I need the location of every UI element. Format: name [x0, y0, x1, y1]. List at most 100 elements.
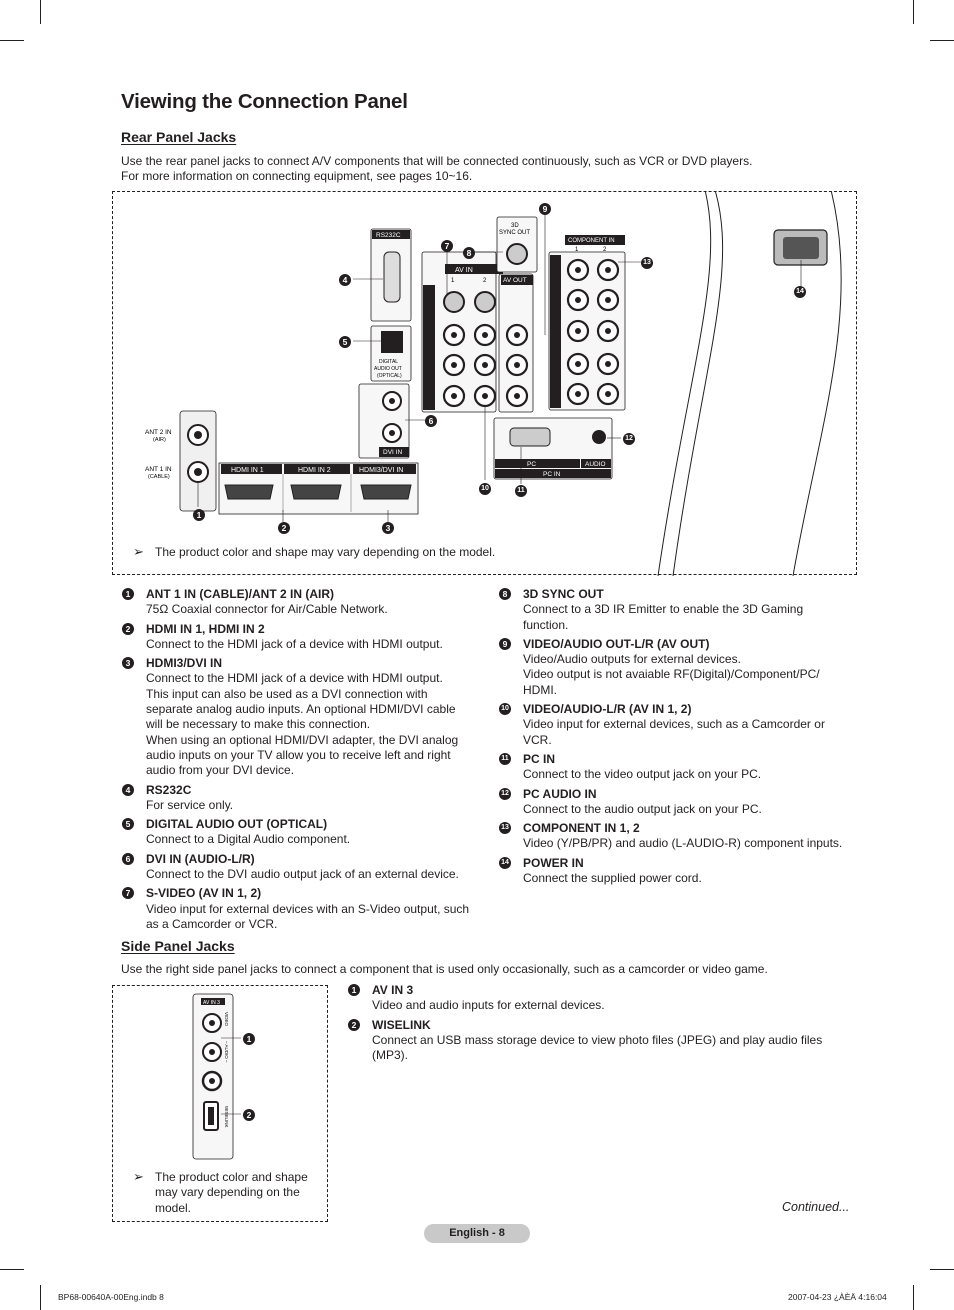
item-number: 1 [122, 588, 134, 600]
callout-13: 13 [641, 257, 653, 269]
callout-10: 10 [479, 483, 491, 495]
item-number: 5 [122, 818, 134, 831]
item-number: 12 [499, 787, 511, 800]
side-video-label: VIDEO [224, 1012, 229, 1027]
item-number: 9 [499, 637, 511, 650]
ant1-sub-label: (CABLE) [148, 474, 170, 480]
item-description: audio from your DVI device. [146, 763, 295, 778]
item-description: Video (Y/PB/PR) and audio (L-AUDIO-R) co… [523, 836, 843, 851]
side-panel-intro: Use the right side panel jacks to connec… [121, 962, 768, 976]
item-description: This input can also be used as a DVI con… [146, 686, 428, 701]
crop-mark [913, 0, 914, 24]
side-callout-1: 1 [243, 1033, 255, 1045]
item-description: Connect to the video output jack on your… [523, 767, 762, 782]
comp-1-label: 1 [575, 247, 579, 253]
item-description: (MP3). [372, 1048, 408, 1063]
footer-file: BP68-00640A-00Eng.indb 8 [58, 1292, 164, 1302]
digital-out-label: AUDIO OUT [374, 366, 402, 372]
digital-out-label: DIGITAL [379, 359, 398, 365]
rs232c-label: RS232C [376, 232, 401, 239]
item-description: Video input for external devices with an… [146, 901, 470, 916]
note-arrow-icon: ➢ [133, 1169, 144, 1184]
hdmi2-label: HDMI IN 2 [298, 467, 331, 474]
item-heading: HDMI IN 1, HDMI IN 2 [146, 621, 265, 636]
item-description: VCR. [523, 732, 552, 747]
crop-mark [40, 0, 41, 24]
rear-note-text: The product color and shape may vary dep… [155, 545, 496, 559]
av-in-1-label: 1 [451, 278, 455, 284]
item-heading: RS232C [146, 782, 192, 797]
item-description: When using an optional HDMI/DVI adapter,… [146, 732, 459, 747]
item-heading: POWER IN [523, 855, 584, 870]
rear-panel-heading: Rear Panel Jacks [121, 129, 237, 145]
side-panel-illustration: AV IN 3 VIDEO – AUDIO – WISELINK [192, 993, 241, 1160]
callout-12: 12 [623, 433, 635, 445]
item-heading: WISELINK [372, 1017, 431, 1032]
sync-out-label: 3D [511, 223, 519, 229]
ant1-label: ANT 1 IN [145, 466, 172, 473]
crop-mark [913, 1285, 914, 1310]
crop-mark [0, 1269, 24, 1270]
hdmi3-label: HDMI3/DVI IN [359, 467, 403, 474]
item-heading: COMPONENT IN 1, 2 [523, 821, 640, 836]
pc-label: PC [527, 461, 536, 468]
intro-line: For more information on connecting equip… [121, 169, 473, 184]
side-note: ➢ The product color and shape may vary d… [133, 1169, 308, 1216]
item-description: will be necessary to make this connectio… [146, 717, 371, 732]
ant2-label: ANT 2 IN [145, 429, 172, 436]
intro-line: Use the rear panel jacks to connect A/V … [121, 154, 753, 168]
callout-14: 14 [794, 286, 806, 298]
hdmi1-label: HDMI IN 1 [231, 467, 264, 474]
av-in3-label: AV IN 3 [203, 1000, 220, 1006]
item-heading: HDMI3/DVI IN [146, 656, 223, 671]
item-description: Connect to a 3D IR Emitter to enable the… [523, 602, 804, 617]
callout-4: 4 [339, 274, 351, 286]
item-description: Connect to the audio output jack on your… [523, 801, 762, 816]
item-description: Connect to a Digital Audio component. [146, 832, 351, 847]
crop-mark [930, 40, 954, 41]
ant2-sub-label: (AIR) [153, 437, 166, 443]
item-description: function. [523, 617, 569, 632]
rear-panel-diagram: ANT 2 IN (AIR) ANT 1 IN (CABLE) HDMI IN … [112, 191, 857, 576]
callout-11: 11 [515, 485, 527, 497]
item-heading: VIDEO/AUDIO OUT-L/R (AV OUT) [523, 636, 710, 651]
pc-in-label: PC IN [543, 471, 561, 478]
av-in-2-label: 2 [483, 278, 487, 284]
item-number: 11 [499, 752, 511, 765]
callout-8: 8 [463, 247, 475, 259]
callout-7: 7 [441, 240, 453, 252]
item-heading: VIDEO/AUDIO-L/R (AV IN 1, 2) [523, 702, 692, 717]
item-heading: AV IN 3 [372, 983, 414, 997]
side-wiselink-label: WISELINK [224, 1106, 229, 1128]
item-number: 14 [499, 856, 511, 869]
item-description: 75Ω Coaxial connector for Air/Cable Netw… [146, 602, 388, 617]
callout-2: 2 [278, 522, 290, 534]
page-number: English - 8 [424, 1224, 530, 1243]
item-heading: PC AUDIO IN [523, 786, 597, 801]
item-number: 7 [122, 887, 134, 900]
callout-5: 5 [339, 336, 351, 348]
item-description: Video output is not avaiable RF(Digital)… [523, 667, 820, 682]
footer-timestamp: 2007-04-23 ¿ÀÈÄ 4:16:04 [788, 1292, 887, 1302]
item-number: 1 [348, 984, 360, 996]
side-callout-2: 2 [243, 1109, 255, 1121]
item-number: 13 [499, 822, 511, 835]
item-heading: S-VIDEO (AV IN 1, 2) [146, 886, 262, 901]
list-item: 7 S-VIDEO (AV IN 1, 2)Video input for ext… [122, 886, 484, 932]
crop-mark [40, 1285, 41, 1310]
item-heading: DVI IN (AUDIO-L/R) [146, 851, 255, 866]
crop-mark [930, 1269, 954, 1270]
